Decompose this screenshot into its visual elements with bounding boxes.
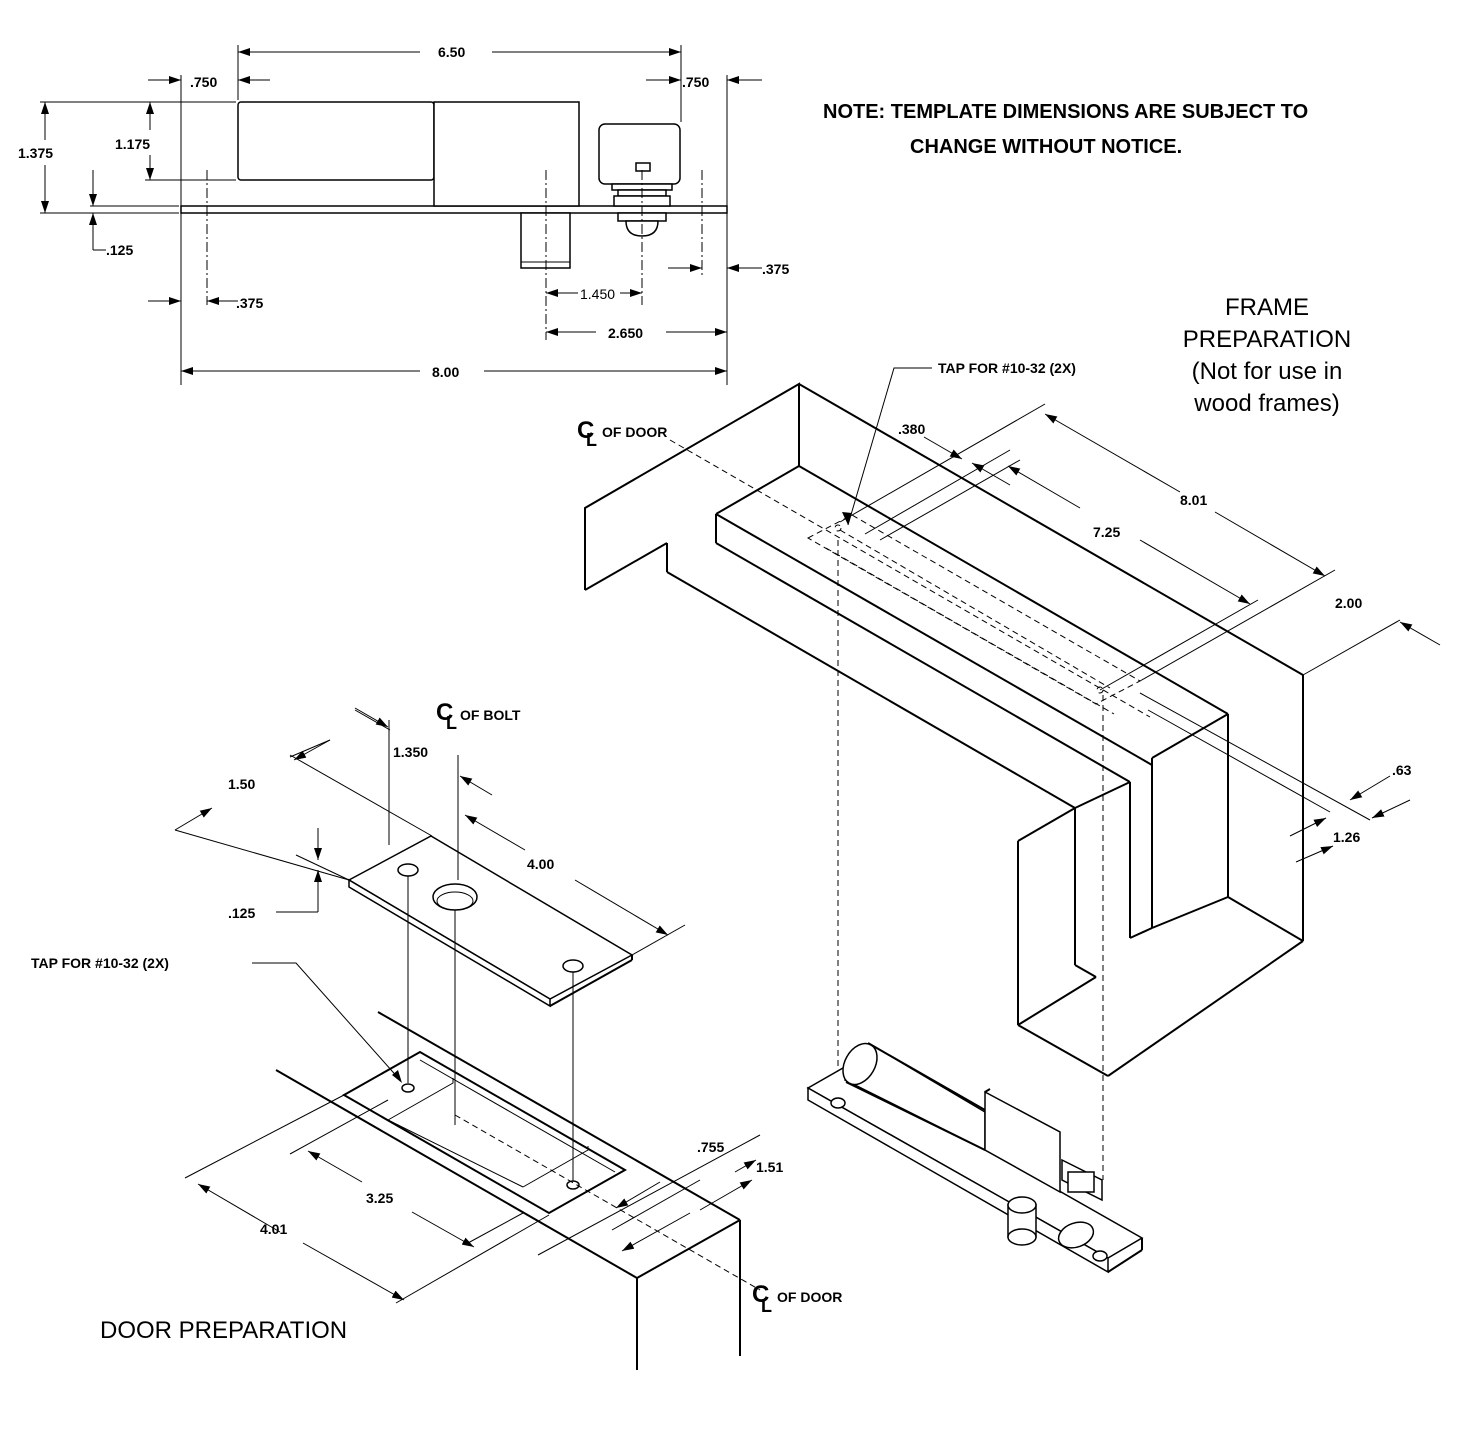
- strike-plate-isometric: 1.350 1.50 4.00 .125 C L OF BOLT: [174, 699, 686, 1185]
- centerline-sub-bolt: L: [446, 713, 457, 733]
- mounting-plate-side: [180, 205, 728, 214]
- dim-1-350: 1.350: [393, 744, 428, 760]
- bolt-body: [520, 212, 571, 269]
- switch-indicator: [635, 162, 651, 172]
- tap-callout-frame: TAP FOR #10-32 (2X): [938, 360, 1076, 376]
- dim-0-755: .755: [697, 1139, 724, 1155]
- dim-1-175: 1.175: [115, 136, 150, 152]
- dim-6-50: 6.50: [438, 44, 465, 60]
- dim-8-00: 8.00: [432, 364, 459, 380]
- dim-375-left: .375: [236, 295, 263, 311]
- bolt-isometric: [806, 1042, 1144, 1274]
- frame-preparation-title: FRAME PREPARATION (Not for use in wood f…: [1183, 294, 1351, 417]
- centerline-label-bolt: OF BOLT: [460, 707, 521, 723]
- dim-750-right: .750: [682, 74, 709, 90]
- frame-title-line-4: wood frames): [1193, 390, 1339, 417]
- dim-0-63: .63: [1392, 762, 1412, 778]
- door-preparation-title: DOOR PREPARATION: [100, 1317, 347, 1344]
- frame-title-line-3: (Not for use in: [1192, 358, 1343, 385]
- dim-125-top: .125: [106, 242, 133, 258]
- dim-4-01: 4.01: [260, 1221, 287, 1237]
- centerline-label-frame: OF DOOR: [602, 424, 667, 440]
- centerline-symbol-bolt: C: [436, 699, 453, 726]
- dim-1-375: 1.375: [18, 145, 53, 161]
- tap-callout-door: TAP FOR #10-32 (2X): [31, 955, 169, 971]
- frame-title-line-2: PREPARATION: [1183, 326, 1351, 353]
- centerline-symbol-door: C: [752, 1281, 769, 1308]
- centerline-symbol-frame: C: [577, 417, 594, 444]
- dim-380: .380: [898, 421, 925, 437]
- frame-title-line-1: FRAME: [1225, 294, 1309, 321]
- dim-1-26: 1.26: [1333, 829, 1360, 845]
- frame-isometric: 8.01 7.25 .380 2.00 .63 1.26 TAP FOR #10…: [577, 360, 1441, 1180]
- dim-3-25: 3.25: [366, 1190, 393, 1206]
- housing-right-block: [433, 101, 580, 207]
- centerline-sub-frame: L: [586, 430, 597, 450]
- note-line-1: NOTE: TEMPLATE DIMENSIONS ARE SUBJECT TO: [823, 101, 1308, 123]
- dim-4-00: 4.00: [527, 856, 554, 872]
- door-preparation-isometric: TAP FOR #10-32 (2X) 4.01 3.25 .755 1.51 …: [31, 955, 842, 1370]
- dim-2-650: 2.650: [608, 325, 643, 341]
- dim-1-450: 1.450: [580, 286, 615, 302]
- dim-750-left: .750: [190, 74, 217, 90]
- switch-housing: [598, 123, 681, 185]
- note-block: NOTE: TEMPLATE DIMENSIONS ARE SUBJECT TO…: [823, 101, 1308, 158]
- dim-8-01: 8.01: [1180, 492, 1207, 508]
- dim-1-50: 1.50: [228, 776, 255, 792]
- centerline-sub-door: L: [761, 1296, 772, 1316]
- housing-left-block: [237, 101, 435, 181]
- note-line-2: CHANGE WITHOUT NOTICE.: [910, 136, 1182, 158]
- dim-2-00: 2.00: [1335, 595, 1362, 611]
- centerline-label-door: OF DOOR: [777, 1289, 842, 1305]
- top-elevation-view: 6.50 .750 .750 1.375 1.175 .125 .375 1.4…: [18, 44, 789, 385]
- dim-125-plate: .125: [228, 905, 255, 921]
- dim-375-right: .375: [762, 261, 789, 277]
- dim-1-51: 1.51: [756, 1159, 783, 1175]
- dim-7-25: 7.25: [1093, 524, 1120, 540]
